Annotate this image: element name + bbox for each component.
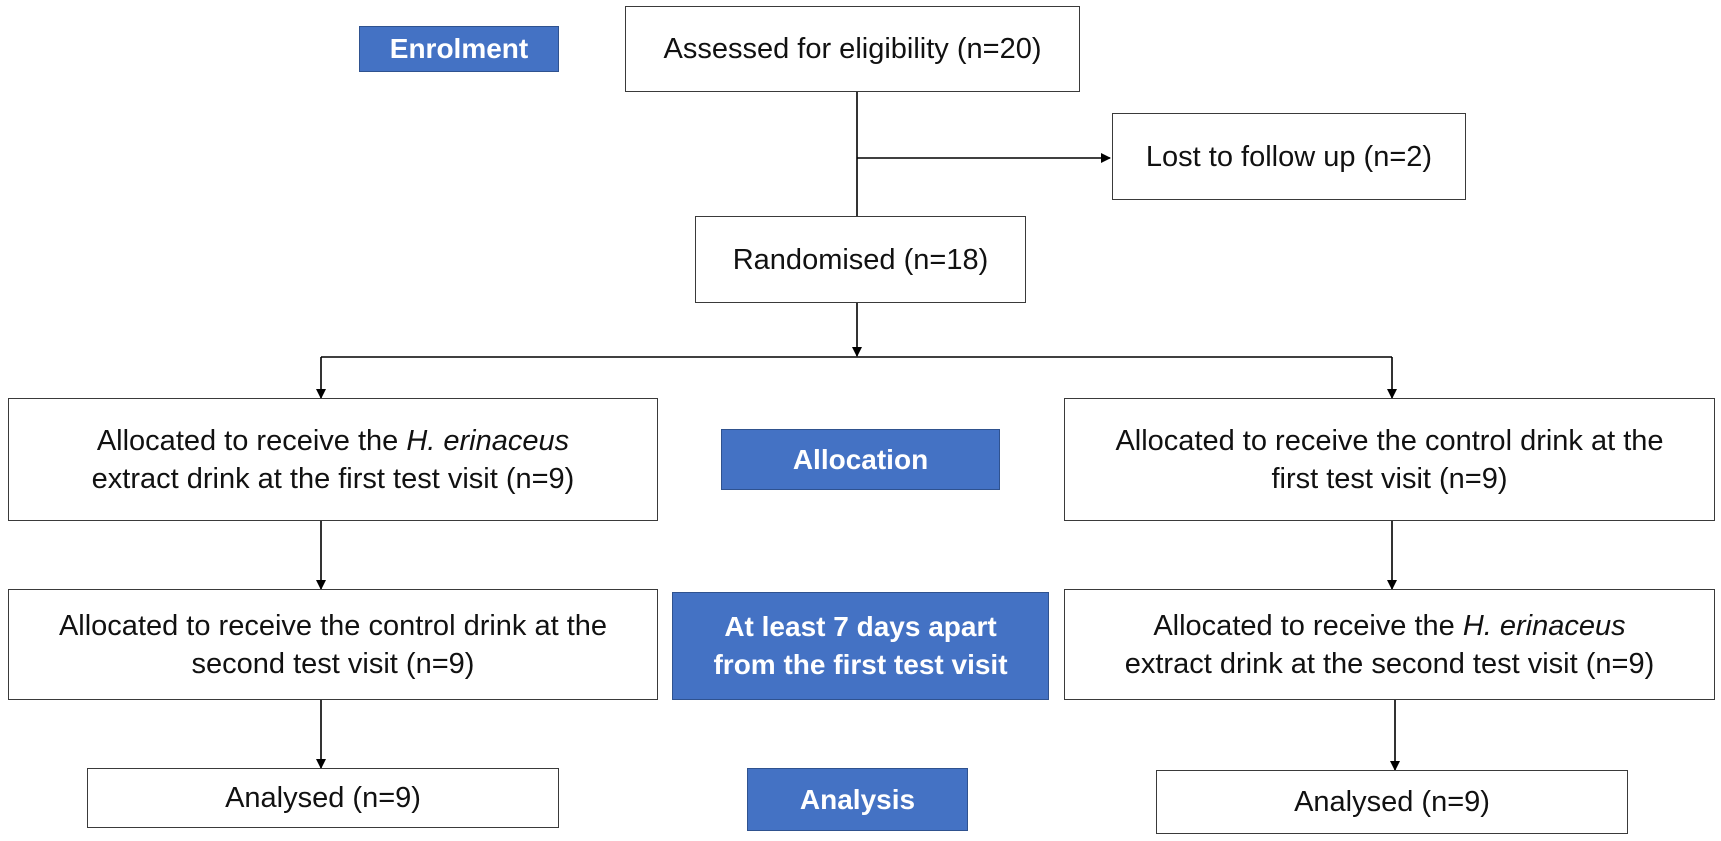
right-second-visit-line2: extract drink at the second test visit (… bbox=[1124, 647, 1655, 680]
randomised-text: Randomised (n=18) bbox=[732, 243, 989, 276]
interval-stage-line1: At least 7 days apart bbox=[724, 611, 997, 642]
interval-stage-label: At least 7 days apart from the first tes… bbox=[672, 592, 1049, 700]
enrolment-stage-text: Enrolment bbox=[389, 33, 529, 64]
interval-stage-line2: from the first test visit bbox=[713, 649, 1008, 680]
allocation-stage-label: Allocation bbox=[721, 429, 1000, 490]
right-first-visit-line2: first test visit (n=9) bbox=[1271, 462, 1508, 495]
randomised-box: Randomised (n=18) bbox=[695, 216, 1026, 303]
left-second-visit-line1: Allocated to receive the control drink a… bbox=[58, 609, 608, 642]
right-second-visit-allocation-box: Allocated to receive the H. erinaceus ex… bbox=[1064, 589, 1715, 700]
left-analysed-box: Analysed (n=9) bbox=[87, 768, 559, 828]
analysis-stage-label: Analysis bbox=[747, 768, 968, 831]
right-analysed-box: Analysed (n=9) bbox=[1156, 770, 1628, 834]
assessed-for-eligibility-text: Assessed for eligibility (n=20) bbox=[663, 33, 1042, 65]
left-first-visit-species: H. erinaceus bbox=[406, 424, 570, 457]
right-second-visit-species: H. erinaceus bbox=[1462, 609, 1626, 642]
left-analysed-text: Analysed (n=9) bbox=[225, 782, 421, 814]
allocation-stage-text: Allocation bbox=[792, 443, 929, 475]
right-first-visit-line1: Allocated to receive the control drink a… bbox=[1115, 424, 1664, 457]
lost-to-follow-up-text: Lost to follow up (n=2) bbox=[1145, 140, 1433, 173]
left-first-visit-line2: extract drink at the first test visit (n… bbox=[91, 462, 575, 495]
right-analysed-text: Analysed (n=9) bbox=[1294, 786, 1490, 818]
lost-to-follow-up-box: Lost to follow up (n=2) bbox=[1112, 113, 1466, 200]
analysis-stage-text: Analysis bbox=[799, 783, 916, 815]
left-first-visit-line1: Allocated to receive the H. erinaceus bbox=[97, 422, 569, 460]
left-second-visit-allocation-box: Allocated to receive the control drink a… bbox=[8, 589, 658, 700]
right-first-visit-allocation-box: Allocated to receive the control drink a… bbox=[1064, 398, 1715, 521]
assessed-for-eligibility-box: Assessed for eligibility (n=20) bbox=[625, 6, 1080, 92]
left-second-visit-line2: second test visit (n=9) bbox=[191, 647, 475, 680]
right-second-visit-line1: Allocated to receive the H. erinaceus bbox=[1153, 607, 1625, 645]
left-first-visit-prefix: Allocated to receive the bbox=[96, 424, 407, 457]
right-second-visit-prefix: Allocated to receive the bbox=[1153, 609, 1463, 642]
enrolment-stage-label: Enrolment bbox=[359, 26, 559, 72]
left-first-visit-allocation-box: Allocated to receive the H. erinaceus ex… bbox=[8, 398, 658, 521]
